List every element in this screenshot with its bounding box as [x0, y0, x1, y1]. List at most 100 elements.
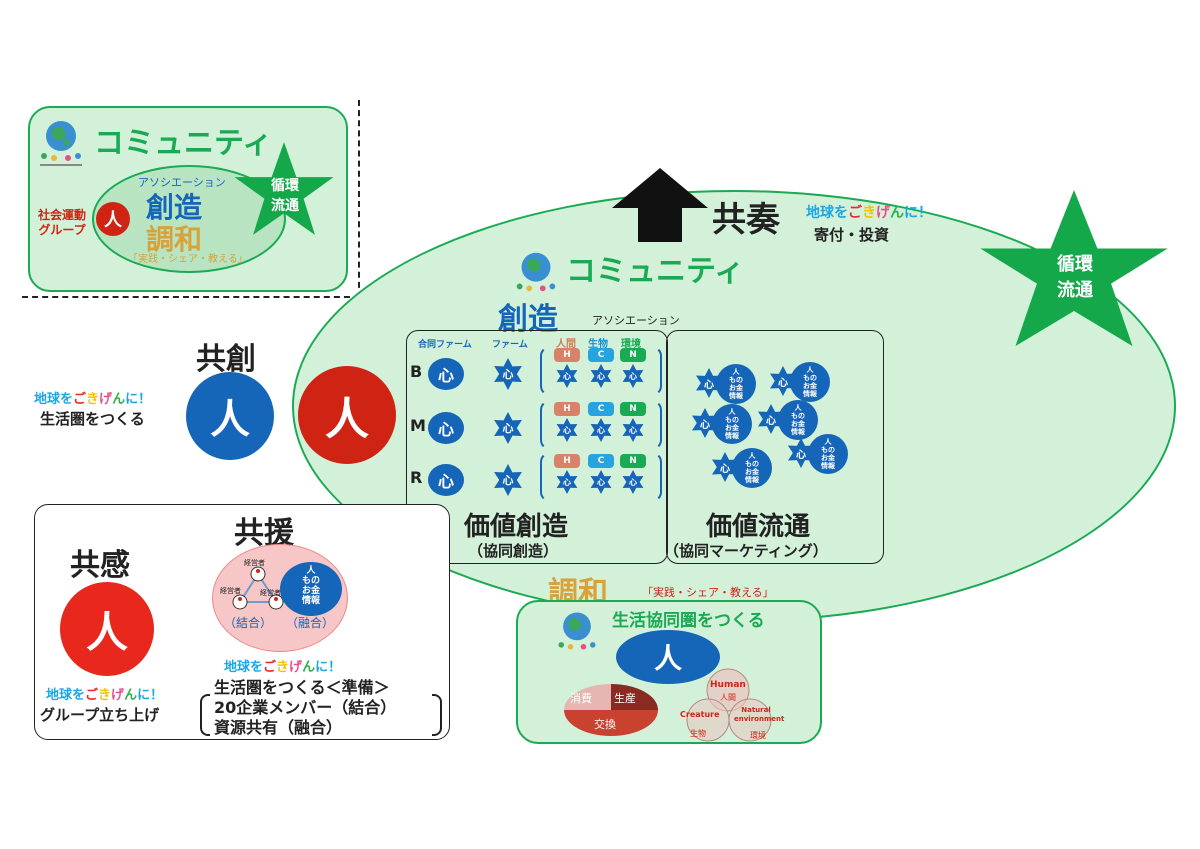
up-arrow-icon	[612, 168, 708, 242]
heart-star-icon: 心	[786, 438, 816, 468]
person-blue-circle: 人	[186, 372, 274, 460]
top-left-chowa-label: 調和	[146, 223, 203, 256]
row-label: M	[410, 416, 426, 435]
top-left-practice-label: 「実践・シェア・教える」	[128, 254, 248, 265]
main-star-icon	[980, 190, 1168, 347]
main-star-label: 循環 流通	[1057, 254, 1093, 301]
top-left-star-icon	[234, 142, 334, 235]
top-left-social-group-label: 社会運動 グループ	[38, 208, 87, 237]
value-distribution-subtitle: （協同マーケティング）	[664, 542, 828, 560]
row-tag-n: N	[620, 348, 646, 362]
row-tag-h: H	[554, 454, 580, 468]
row-heart-circle: 心	[428, 412, 464, 444]
col-env: 環境	[621, 339, 641, 350]
person-red-circle: 人	[298, 366, 396, 464]
venn-creature-label: Creature	[680, 710, 720, 719]
slogan-bottom-left: 地球をごきげんに！	[46, 688, 164, 703]
earth-logo-icon	[516, 252, 556, 292]
heart-star-icon: 心	[555, 470, 579, 494]
heart-star-icon: 心	[492, 358, 524, 390]
col-firm: ファーム	[492, 340, 528, 350]
slogan-main: 地球をごきげんに！	[806, 205, 932, 221]
row-label: B	[410, 362, 423, 381]
row-bracket	[540, 452, 662, 502]
row-label: R	[410, 468, 423, 487]
col-bio: 生物	[588, 339, 608, 350]
row-tag-h: H	[554, 348, 580, 362]
top-left-association-label: アソシエーション	[138, 176, 226, 189]
row-tag-n: N	[620, 402, 646, 416]
manager-network-icon	[232, 566, 284, 610]
donation-label: 寄付・投資	[814, 226, 890, 244]
main-association-label: アソシエーション	[592, 314, 680, 327]
resource-line: 資源共有（融合）	[214, 718, 343, 737]
slogan-bottom-center: 地球をごきげんに！	[224, 660, 342, 675]
row-tag-c: C	[588, 454, 614, 468]
member-line: 20企業メンバー（結合）	[214, 698, 397, 717]
venn-nature-jp: 環境	[750, 731, 766, 740]
venn-creature-jp: 生物	[690, 729, 706, 738]
heart-star-icon: 心	[621, 418, 645, 442]
heart-star-icon: 心	[694, 368, 724, 398]
top-left-community-title: コミュニティ	[94, 126, 273, 161]
row-tag-h: H	[554, 402, 580, 416]
kyoso-left-line2: 生活圏をつくる	[40, 410, 145, 428]
heart-star-icon: 心	[768, 366, 798, 396]
earth-logo-icon	[558, 612, 596, 650]
resource-bubble: 人ものお金情報	[808, 434, 848, 474]
heart-star-icon: 心	[690, 408, 720, 438]
kyokan-person-circle: 人	[60, 582, 154, 676]
col-firm-group: 合同ファーム	[418, 340, 472, 350]
manager-label-top: 経営者	[244, 559, 265, 567]
row-bracket	[540, 400, 662, 450]
row-tag-c: C	[588, 348, 614, 362]
top-left-sozo-label: 創造	[146, 191, 203, 224]
row-bracket	[540, 346, 662, 396]
venn-human-label: Human	[710, 680, 746, 690]
col-human: 人間	[556, 339, 576, 350]
yugo-label: （融合）	[286, 616, 335, 630]
heart-star-icon: 心	[589, 418, 613, 442]
group-launch-label: グループ立ち上げ	[40, 706, 160, 724]
resource-bubble: 人ものお金情報	[790, 362, 830, 402]
ketsugo-label: （結合）	[224, 616, 273, 630]
resource-bubble: 人ものお金情報	[778, 400, 818, 440]
kyoso-top-label: 共奏	[712, 200, 780, 240]
chowa-bottom-headline: 生活協同圏をつくる	[612, 611, 765, 631]
manager-label-left: 経営者	[220, 587, 241, 595]
value-creation-box	[406, 330, 668, 564]
bracket-close	[432, 694, 442, 736]
row-tag-c: C	[588, 402, 614, 416]
pie-consume-label: 消費	[570, 692, 592, 705]
kyoen-bubble: 人 もの お金 情報	[280, 562, 342, 616]
row-tag-n: N	[620, 454, 646, 468]
value-distribution-box	[666, 330, 884, 564]
heart-star-icon: 心	[555, 418, 579, 442]
earth-logo-icon	[40, 121, 82, 166]
bracket-open	[200, 694, 210, 736]
main-sozo-label: 創造	[498, 302, 558, 337]
prep-line: 生活圏をつくる＜準備＞	[214, 678, 390, 697]
heart-star-icon: 心	[492, 464, 524, 496]
slogan-left: 地球をごきげんに！	[34, 392, 152, 407]
value-distribution-title: 価値流通	[706, 512, 811, 542]
row-heart-circle: 心	[428, 358, 464, 390]
value-creation-title: 価値創造	[464, 512, 569, 542]
heart-star-icon: 心	[621, 364, 645, 388]
kyoso-left-title: 共創	[196, 342, 256, 377]
heart-star-icon: 心	[555, 364, 579, 388]
chowa-bottom-practice: 「実践・シェア・教える」	[642, 586, 774, 599]
pie-exchange-label: 交換	[594, 718, 616, 731]
pie-chart-icon	[564, 684, 658, 736]
heart-star-icon: 心	[589, 470, 613, 494]
kyokan-title: 共感	[70, 548, 130, 583]
venn-diagram-icon	[686, 668, 772, 742]
heart-star-icon: 心	[589, 364, 613, 388]
resource-bubble: 人ものお金情報	[712, 404, 752, 444]
heart-star-icon: 心	[756, 404, 786, 434]
value-creation-subtitle: （協同創造）	[468, 542, 559, 560]
resource-bubble: 人ものお金情報	[716, 364, 756, 404]
resource-bubble: 人ものお金情報	[732, 448, 772, 488]
main-community-title: コミュニティ	[566, 254, 745, 289]
manager-label-right: 経営者	[260, 589, 281, 597]
